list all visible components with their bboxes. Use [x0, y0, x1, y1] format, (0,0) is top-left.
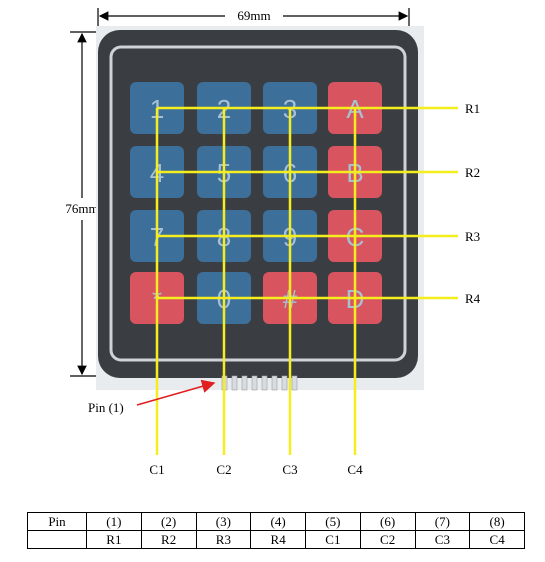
pin-cell: (2)	[140, 512, 197, 531]
connector-pin	[271, 375, 278, 391]
assignment-cell: C3	[414, 530, 471, 549]
wiring-lines	[155, 106, 458, 455]
pin-cell: (6)	[359, 512, 416, 531]
pin-cell: (3)	[195, 512, 252, 531]
pin-cell: (4)	[250, 512, 306, 531]
height-label: 76mm	[65, 201, 98, 216]
column-label: C2	[216, 462, 231, 477]
height-dimension: 76mm	[65, 31, 99, 377]
column-label: C3	[282, 462, 297, 477]
pin-cell: (8)	[469, 512, 525, 531]
connector-pin	[251, 375, 258, 391]
pin-number-row: Pin (1) (2) (3) (4) (5) (6) (7) (8)	[27, 512, 525, 531]
column-label: C4	[347, 462, 363, 477]
pin-table: Pin (1) (2) (3) (4) (5) (6) (7) (8) R1 R…	[27, 512, 525, 549]
pin-cell: (7)	[414, 512, 471, 531]
assignment-cell: C1	[305, 530, 361, 549]
assignment-cell: C2	[359, 530, 416, 549]
pin1-annotation: Pin (1)	[88, 379, 216, 415]
connector-pin	[261, 375, 268, 391]
connector-pin	[231, 375, 238, 391]
keypad-diagram: 69mm 76mm 123A456B789C*0#D R1R2R3R4C1C2C…	[65, 8, 481, 477]
connector-pin	[281, 375, 288, 391]
pin-cell: (5)	[305, 512, 361, 531]
column-label: C1	[149, 462, 164, 477]
assignment-cell: R1	[86, 530, 142, 549]
row-label: R2	[465, 165, 480, 180]
row-label: R3	[465, 229, 480, 244]
width-dimension: 69mm	[97, 8, 410, 26]
assignment-cell: R3	[195, 530, 252, 549]
pin-header-cell: Pin	[27, 512, 87, 531]
row-label: R4	[465, 291, 481, 306]
connector-pin	[291, 375, 298, 391]
assignment-cell: R2	[140, 530, 197, 549]
keypad-border	[109, 45, 407, 362]
width-label: 69mm	[237, 8, 270, 23]
assignment-cell: R4	[250, 530, 306, 549]
empty-cell	[27, 530, 87, 549]
pin1-label: Pin (1)	[88, 400, 124, 415]
connector-pin	[241, 375, 248, 391]
pin-cell: (1)	[86, 512, 142, 531]
assignment-cell: C4	[469, 530, 525, 549]
assignment-row: R1 R2 R3 R4 C1 C2 C3 C4	[27, 530, 525, 549]
row-label: R1	[465, 101, 480, 116]
